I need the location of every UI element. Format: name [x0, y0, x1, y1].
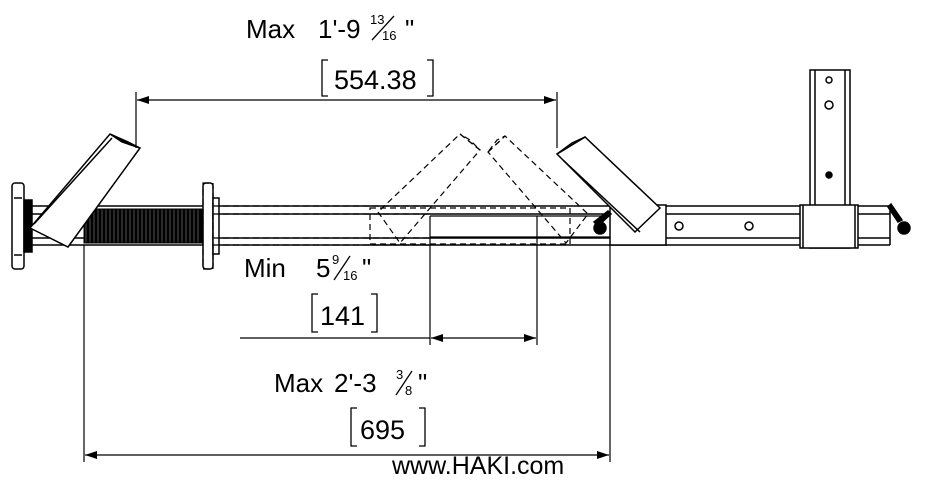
label-max-top: Max 1'-9 13 16 " — [246, 12, 414, 44]
min-inches: 5 — [316, 253, 330, 283]
min-inch-mark: " — [362, 253, 371, 283]
min-frac-num: 9 — [332, 252, 339, 267]
max-bottom-feet-inches: 2'-3 — [334, 368, 377, 398]
dimension-max-top-lines — [135, 92, 558, 148]
min-metric: 141 — [320, 301, 365, 331]
phantom-positions — [202, 133, 589, 270]
max-bottom-prefix: Max — [274, 368, 323, 398]
rail-slot — [430, 215, 610, 238]
wing-bolt-right — [887, 202, 911, 235]
bracket-max-bottom — [350, 407, 426, 447]
max-top-feet-inches: 1'-9 — [318, 14, 361, 44]
spindle-nut — [202, 182, 220, 270]
max-bottom-inch-mark: " — [418, 368, 427, 398]
dimension-min-lines — [240, 216, 538, 345]
min-frac-den: 16 — [343, 268, 357, 283]
max-top-inch-mark: " — [405, 14, 414, 44]
max-bottom-frac-den: 8 — [405, 383, 412, 398]
threaded-spindle — [83, 208, 203, 244]
wing-bolt-left — [592, 209, 613, 235]
left-angled-jaw — [28, 133, 142, 248]
label-max-bottom: Max 2'-3 3 8 " — [274, 367, 427, 398]
max-bottom-metric: 695 — [360, 415, 405, 445]
label-min: Min 5 9 16 " — [244, 252, 371, 283]
bracket-min — [311, 293, 378, 333]
rail-holes — [674, 221, 754, 231]
max-top-metric: 554.38 — [334, 65, 417, 95]
max-bottom-frac-num: 3 — [396, 367, 403, 382]
bracket-max-top — [321, 59, 434, 97]
max-top-frac-den: 16 — [382, 28, 396, 43]
max-top-frac-num: 13 — [370, 12, 384, 27]
max-top-prefix: Max — [246, 14, 295, 44]
min-prefix: Min — [244, 253, 286, 283]
dimension-max-bottom-lines — [83, 245, 611, 462]
right-fixed-jaw — [555, 136, 667, 246]
left-end-plate — [11, 182, 33, 270]
vertical-post — [799, 69, 859, 249]
website-url: www.HAKI.com — [391, 452, 564, 480]
